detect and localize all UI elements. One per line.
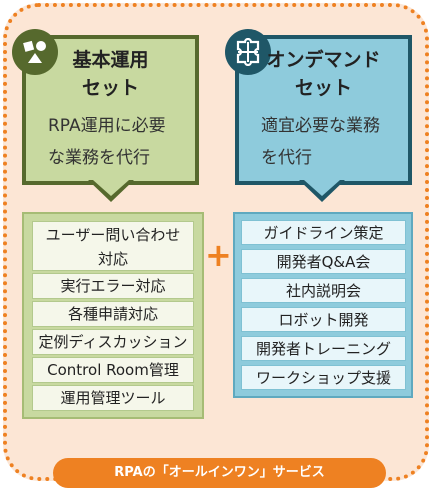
- ondemand-set-description: 適宜必要な業務 を代行: [261, 116, 380, 168]
- ondemand-set-list: ガイドライン策定 開発者Q&A会 社内説明会 ロボット開発 開発者トレーニング …: [233, 212, 413, 398]
- list-item: Control Room管理: [32, 357, 194, 383]
- plus-symbol: +: [205, 236, 232, 274]
- list-item: ガイドライン策定: [241, 220, 406, 245]
- footer-banner: RPAの「オールインワン」サービス: [53, 458, 386, 488]
- shapes-icon: [12, 29, 58, 75]
- ondemand-set-title: オンデマンド セット: [266, 49, 381, 99]
- basic-set-title: 基本運用 セット: [72, 49, 149, 99]
- list-item: ワークショップ支援: [241, 365, 406, 390]
- list-item: ユーザー問い合わせ 対応: [32, 221, 194, 271]
- list-item: 開発者Q&A会: [241, 249, 406, 274]
- list-item: 各種申請対応: [32, 301, 194, 327]
- list-item: 開発者トレーニング: [241, 336, 406, 361]
- ondemand-set-card: オンデマンド セット 適宜必要な業務 を代行: [225, 29, 412, 185]
- list-item: 社内説明会: [241, 278, 406, 303]
- list-item: 定例ディスカッション: [32, 329, 194, 355]
- list-item: 実行エラー対応: [32, 273, 194, 299]
- list-item: 運用管理ツール: [32, 385, 194, 411]
- basic-set-description: RPA運用に必要 な業務を代行: [48, 116, 166, 168]
- basic-set-card: 基本運用 セット RPA運用に必要 な業務を代行: [12, 29, 199, 185]
- basic-set-list: ユーザー問い合わせ 対応 実行エラー対応 各種申請対応 定例ディスカッション C…: [22, 212, 204, 419]
- list-item: ロボット開発: [241, 307, 406, 332]
- puzzle-icon: [225, 29, 271, 75]
